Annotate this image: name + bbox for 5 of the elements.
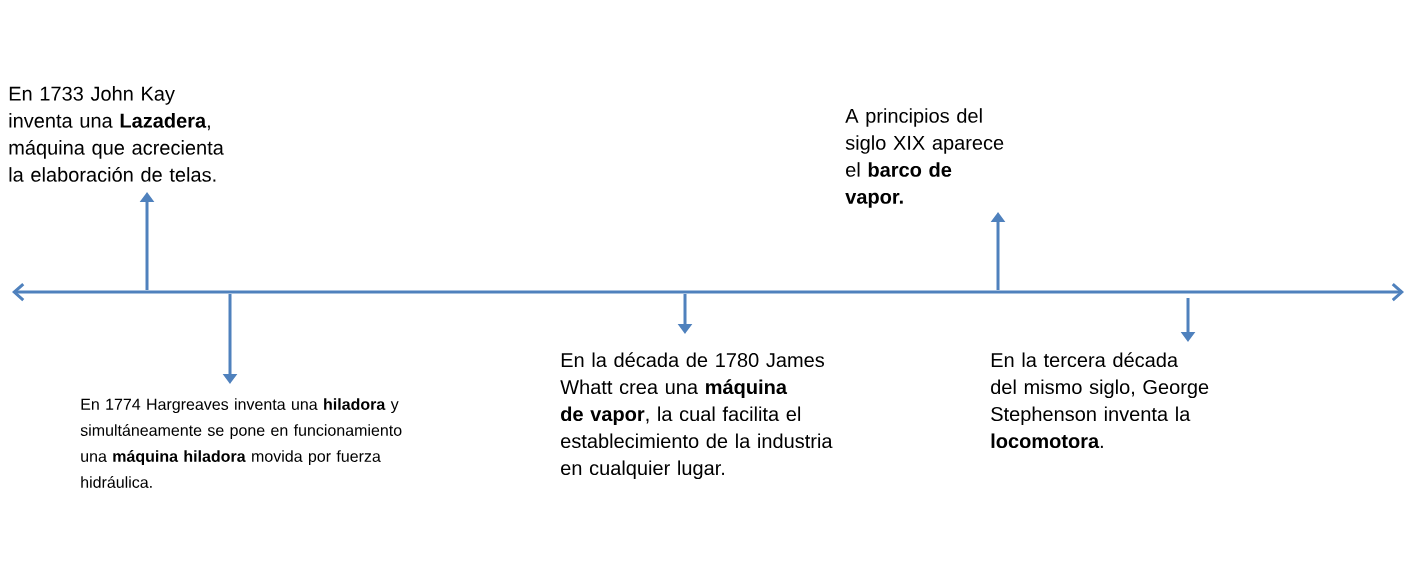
event-text: En 1774 Hargreaves inventa una hiladora y simultáneamente se pone en funcionamiento una máquina hiladora movida por fuerza hidráulica.	[80, 398, 402, 488]
event-text: En 1733 John Kay inventa una Lazadera, máquina que acrecienta la elaboración de telas.	[9, 86, 224, 182]
event-text: En la tercera década del mismo siglo, George Stephenson inventa la locomotora.	[991, 352, 1209, 449]
event-text: A principios del siglo XIX aparece el barco de vapor.	[845, 108, 1004, 208]
event-text: En la década de 1780 James Whatt crea una máquina de vapor, la cual facilita el establecimiento de la industria en cualquier lugar.	[560, 352, 833, 480]
